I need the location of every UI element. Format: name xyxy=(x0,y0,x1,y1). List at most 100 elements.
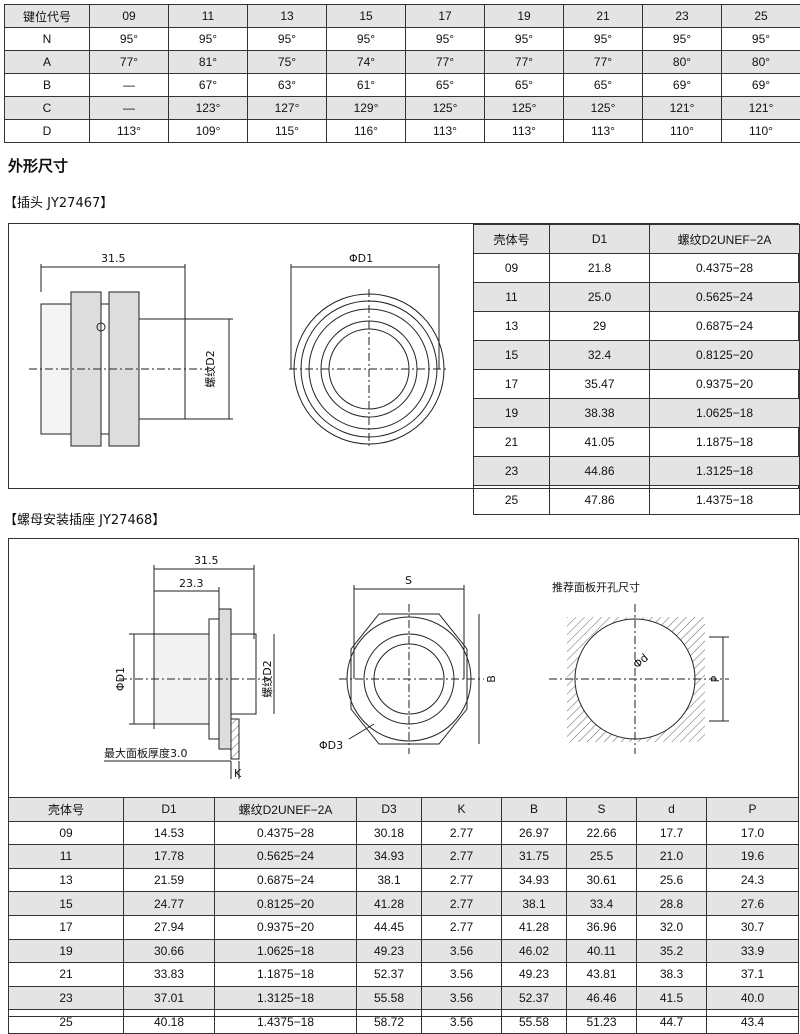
table-cell: 26.97 xyxy=(502,821,567,845)
table-cell: 69° xyxy=(643,74,722,97)
table-cell: 33.9 xyxy=(707,939,799,963)
table-cell: 95° xyxy=(564,28,643,51)
plug-drawing: 31.5 ΦD1 螺纹D2 xyxy=(9,224,469,488)
table-cell: — xyxy=(90,97,169,120)
table-cell: 115° xyxy=(248,120,327,143)
table-cell: 25 xyxy=(722,5,800,28)
table-cell: 43.4 xyxy=(707,1010,799,1034)
table-cell: 38.38 xyxy=(550,399,650,428)
table-cell: 14.53 xyxy=(124,821,215,845)
table-cell: 125° xyxy=(485,97,564,120)
rcpt-thread-label: 螺纹D2 xyxy=(260,660,274,697)
table-cell: 31.75 xyxy=(502,845,567,869)
table-cell: 1.3125−18 xyxy=(650,457,800,486)
table-cell: 0.4375−28 xyxy=(650,254,800,283)
table-cell: 113° xyxy=(485,120,564,143)
table-cell: 09 xyxy=(474,254,550,283)
table-cell: 116° xyxy=(327,120,406,143)
table-cell: 38.1 xyxy=(502,892,567,916)
table-cell: 2.77 xyxy=(422,892,502,916)
table-cell: — xyxy=(90,74,169,97)
table-cell: 0.9375−20 xyxy=(215,915,357,939)
table-cell: 2.77 xyxy=(422,915,502,939)
table-cell: 2.77 xyxy=(422,845,502,869)
plug-length-label: 31.5 xyxy=(101,252,126,265)
table-cell: 58.72 xyxy=(357,1010,422,1034)
table-cell: 21.8 xyxy=(550,254,650,283)
table-cell: 41.28 xyxy=(357,892,422,916)
table-cell: 36.96 xyxy=(567,915,637,939)
table-cell: 41.5 xyxy=(637,986,707,1010)
table-cell: 80° xyxy=(643,51,722,74)
table-cell: 15 xyxy=(474,341,550,370)
table-cell: 30.66 xyxy=(124,939,215,963)
table-cell: 65° xyxy=(406,74,485,97)
table-cell: 0.6875−24 xyxy=(650,312,800,341)
table-cell: 95° xyxy=(90,28,169,51)
table-cell: 11 xyxy=(169,5,248,28)
table-cell: 44.45 xyxy=(357,915,422,939)
rcpt-length2-label: 23.3 xyxy=(179,577,204,590)
table-cell: P xyxy=(707,798,799,822)
table-cell: 30.7 xyxy=(707,915,799,939)
table-cell: 95° xyxy=(485,28,564,51)
table-cell: 95° xyxy=(327,28,406,51)
table-cell: D1 xyxy=(124,798,215,822)
table-cell: 95° xyxy=(722,28,800,51)
plug-title: 【插头 JY27467】 xyxy=(4,192,113,211)
table-cell: 40.18 xyxy=(124,1010,215,1034)
table-cell: 43.81 xyxy=(567,963,637,987)
table-cell: 09 xyxy=(90,5,169,28)
table-cell: 95° xyxy=(406,28,485,51)
table-cell: 34.93 xyxy=(502,868,567,892)
table-row: C—123°127°129°125°125°125°121°121° xyxy=(5,97,800,120)
table-cell: 121° xyxy=(722,97,800,120)
table-cell: 0.6875−24 xyxy=(215,868,357,892)
table-cell: 113° xyxy=(406,120,485,143)
table-cell: D3 xyxy=(357,798,422,822)
k-label: K xyxy=(234,767,242,780)
table-cell: 27.6 xyxy=(707,892,799,916)
table-cell: 25.0 xyxy=(550,283,650,312)
table-cell: 2.77 xyxy=(422,868,502,892)
table-cell: 35.2 xyxy=(637,939,707,963)
table-cell: 21.59 xyxy=(124,868,215,892)
table-cell: 38.1 xyxy=(357,868,422,892)
table-cell: 37.01 xyxy=(124,986,215,1010)
table-cell: 28.8 xyxy=(637,892,707,916)
table-cell: B xyxy=(5,74,90,97)
table-cell: A xyxy=(5,51,90,74)
table-cell: 3.56 xyxy=(422,963,502,987)
table-row: B—67°63°61°65°65°65°69°69° xyxy=(5,74,800,97)
table-cell: 77° xyxy=(406,51,485,74)
table-cell: 52.37 xyxy=(502,986,567,1010)
table-cell: 44.86 xyxy=(550,457,650,486)
table-cell: 17 xyxy=(474,370,550,399)
table-cell: 17.78 xyxy=(124,845,215,869)
table-cell: 47.86 xyxy=(550,486,650,515)
table-cell: 125° xyxy=(564,97,643,120)
table-cell: 77° xyxy=(90,51,169,74)
table-cell: 77° xyxy=(564,51,643,74)
table-cell: 1.4375−18 xyxy=(650,486,800,515)
table-cell: 37.1 xyxy=(707,963,799,987)
receptacle-title: 【螺母安装插座 JY27468】 xyxy=(4,509,165,528)
table-cell: 129° xyxy=(327,97,406,120)
rcpt-length-label: 31.5 xyxy=(194,554,219,567)
